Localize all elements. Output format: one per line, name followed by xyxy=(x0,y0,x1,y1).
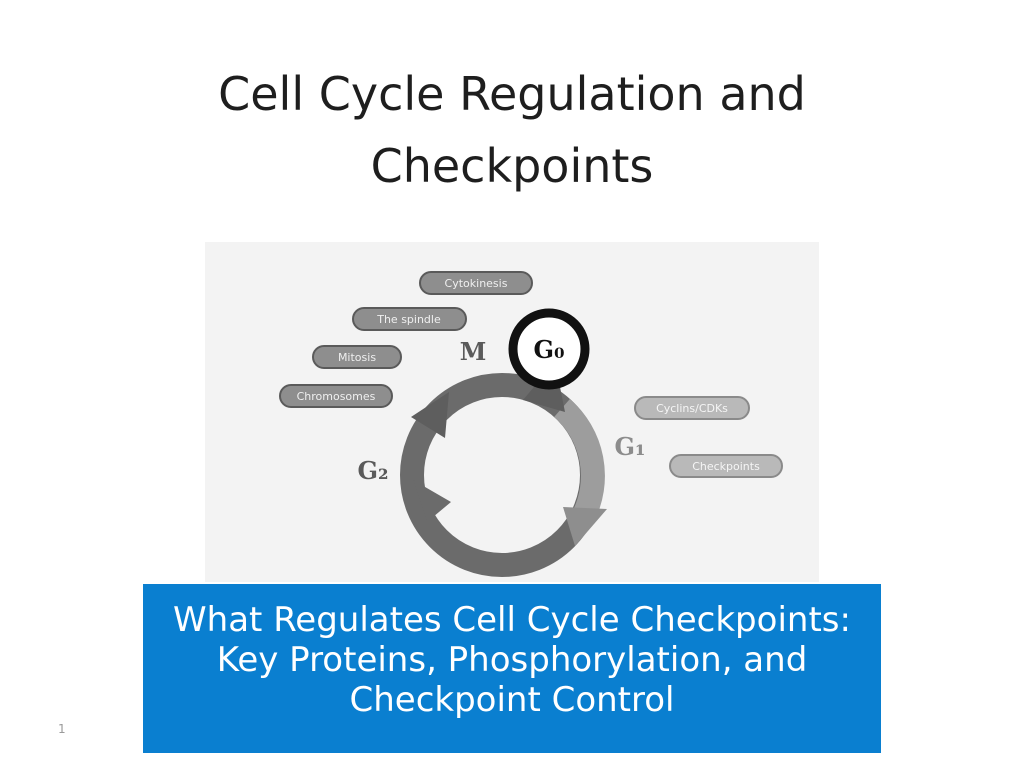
label-mitosis: Mitosis xyxy=(338,351,376,364)
g0-circle: G₀ xyxy=(508,308,590,390)
title-line-1: Cell Cycle Regulation and xyxy=(218,67,806,121)
caption-banner: What Regulates Cell Cycle Checkpoints: K… xyxy=(143,584,881,753)
arrow-head-s xyxy=(413,480,451,522)
slide-number: 1 xyxy=(58,722,66,736)
slide-title: Cell Cycle Regulation and Checkpoints xyxy=(0,58,1024,202)
label-cytokinesis: Cytokinesis xyxy=(445,277,508,290)
label-pill-chromosomes: Chromosomes xyxy=(279,384,393,408)
cycle-ring xyxy=(400,362,607,577)
arrow-head-g1 xyxy=(563,507,607,546)
label-chromosomes: Chromosomes xyxy=(297,390,376,403)
arrow-head-g2 xyxy=(411,392,449,438)
cell-cycle-diagram: Cytokinesis The spindle Mitosis Chromoso… xyxy=(205,242,819,582)
label-checkpoints: Checkpoints xyxy=(692,460,760,473)
label-cyclins: Cyclins/CDKs xyxy=(656,402,728,415)
label-pill-spindle: The spindle xyxy=(352,307,467,331)
phase-g2: G₂ xyxy=(357,456,388,485)
label-pill-mitosis: Mitosis xyxy=(312,345,402,369)
cell-cycle-svg: Cytokinesis The spindle Mitosis Chromoso… xyxy=(279,271,783,577)
label-pill-checkpoints: Checkpoints xyxy=(669,454,783,478)
label-pill-cytokinesis: Cytokinesis xyxy=(419,271,533,295)
phase-m: M xyxy=(460,337,487,366)
phase-g0: G₀ xyxy=(533,335,564,364)
banner-text: What Regulates Cell Cycle Checkpoints: K… xyxy=(173,600,851,720)
label-pill-cyclins: Cyclins/CDKs xyxy=(634,396,750,420)
phase-g1: G₁ xyxy=(614,432,645,461)
title-line-2: Checkpoints xyxy=(370,139,654,193)
label-the-spindle: The spindle xyxy=(376,313,441,326)
